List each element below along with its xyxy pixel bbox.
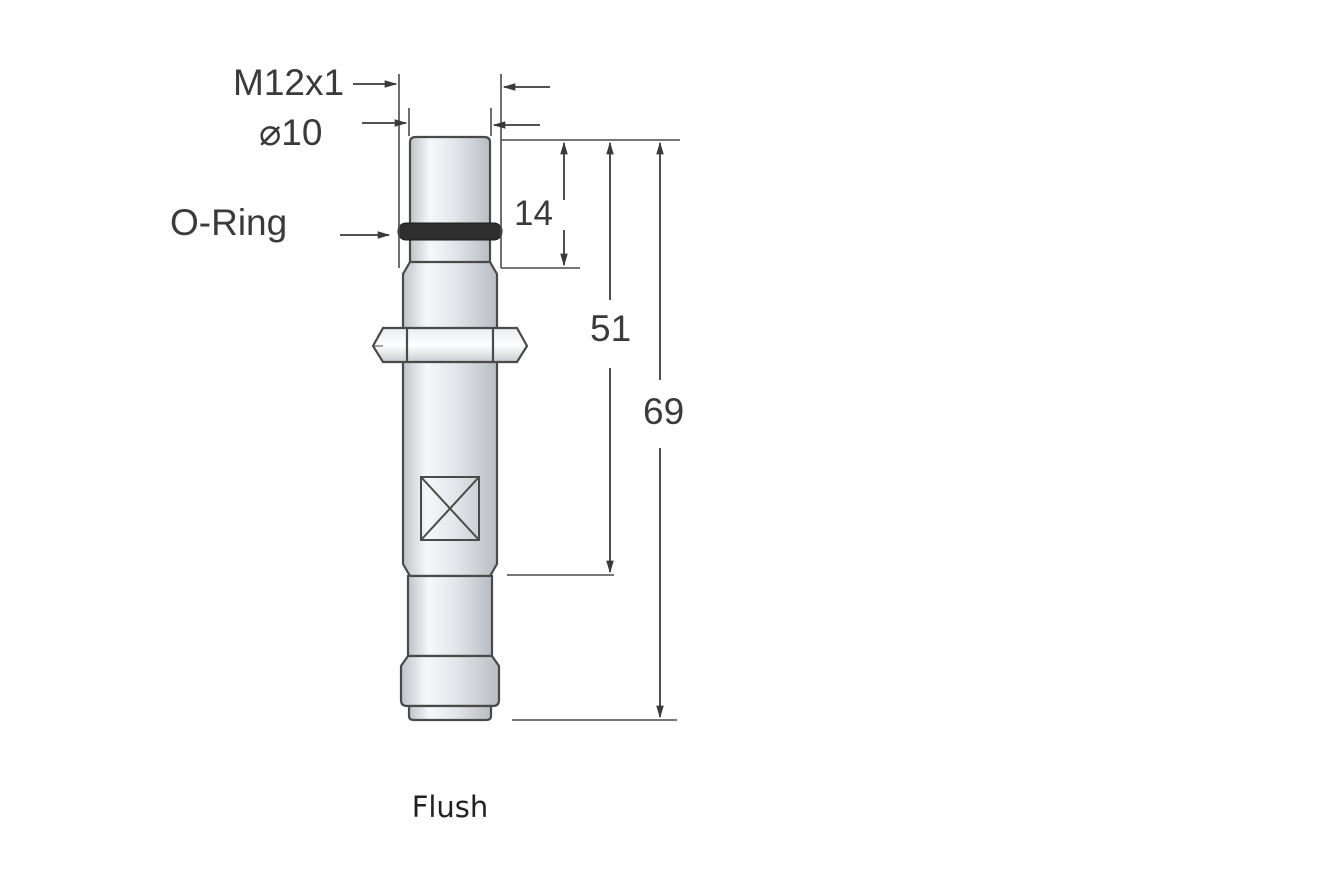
dim-69-label: 69 <box>643 391 684 432</box>
sensing-face <box>408 135 492 270</box>
thread-label: M12x1 <box>233 62 344 103</box>
connector <box>399 654 501 708</box>
rear-neck <box>406 574 494 658</box>
connector-tip <box>407 704 493 722</box>
oring-label: O-Ring <box>170 202 287 243</box>
dim-51-label: 51 <box>590 308 631 349</box>
caption-flush: Flush <box>411 790 489 824</box>
extension-lines <box>398 74 680 721</box>
sensor-body <box>399 135 501 722</box>
dim-14-label: 14 <box>514 194 553 233</box>
dimension-lines <box>560 141 664 719</box>
housing-lower <box>401 358 499 578</box>
marking-box-icon <box>420 476 480 541</box>
leader-arrows <box>340 80 550 239</box>
housing-upper <box>401 260 499 334</box>
hex-nut <box>371 326 529 364</box>
oring-shape <box>397 222 503 241</box>
diameter-label: ⌀10 <box>259 112 322 153</box>
